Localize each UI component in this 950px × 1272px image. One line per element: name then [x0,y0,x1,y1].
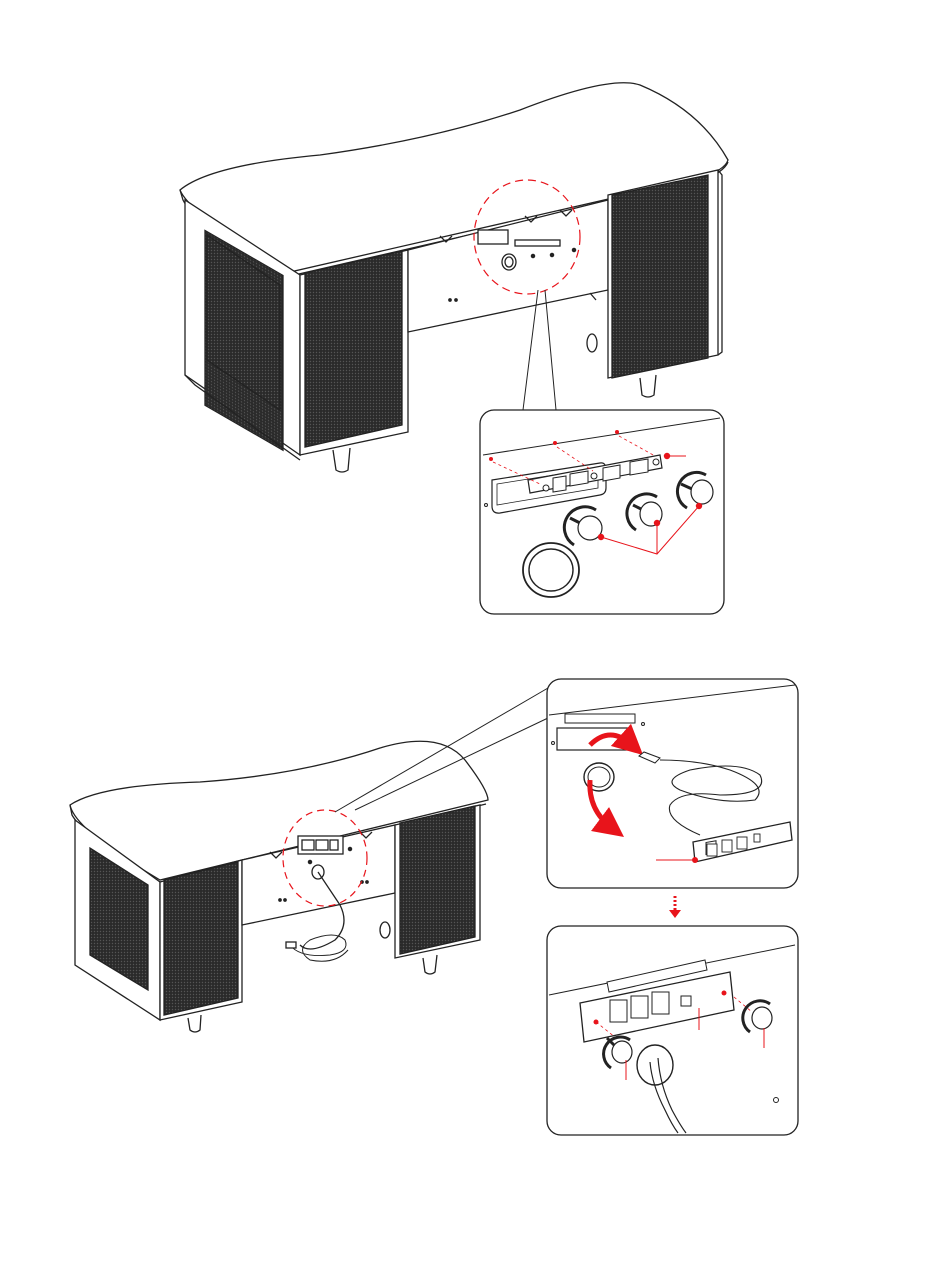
desk-overview-cable [70,741,488,1032]
power-strip-mount-detail [547,926,798,1135]
dashed-down-arrow-icon [669,896,681,918]
right-leg [640,375,656,397]
callout-leader [523,290,556,410]
left-leg [333,448,350,472]
bracket-detail [480,410,724,614]
cable-routing-detail [547,679,798,888]
